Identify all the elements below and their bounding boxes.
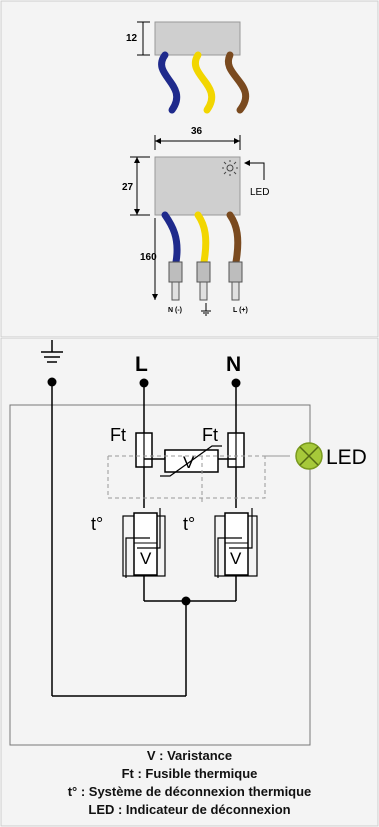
- fuse-left: [135, 432, 153, 468]
- led-top-label: LED: [250, 187, 269, 198]
- ground-small-icon: [201, 303, 211, 316]
- varistor-top: V: [160, 445, 222, 477]
- thermal-left-label: t°: [91, 514, 103, 534]
- fuse-left-label: Ft: [110, 425, 126, 445]
- device-front-view: LED 27 160 N (-) L: [122, 156, 269, 316]
- fuse-right: [227, 432, 245, 468]
- varistor-left-assembly: V: [122, 508, 166, 578]
- fuse-right-label: Ft: [202, 425, 218, 445]
- device-dimension-drawing: 12 36 LED: [0, 0, 379, 338]
- led-schematic-label: LED: [326, 446, 367, 469]
- led-lamp-icon: [295, 442, 323, 470]
- ground-icon: [41, 340, 63, 696]
- line-terminal-label: L: [135, 353, 148, 376]
- led-sun-icon: [222, 160, 238, 176]
- legend-item: V : Varistance: [146, 748, 233, 763]
- varistor-top-label: V: [183, 453, 195, 472]
- varistor-right-label: V: [230, 549, 242, 568]
- device-side-view: 12: [126, 21, 250, 114]
- terminal-line-label: L (+): [233, 307, 248, 314]
- thermal-right-label: t°: [183, 514, 195, 534]
- varistor-right-assembly: V: [214, 508, 258, 578]
- wiring-schematic: L N Ft Ft V LED: [0, 338, 379, 827]
- terminal-neutral-label: N (-): [168, 307, 182, 314]
- dim-width-marker: 36: [154, 126, 241, 150]
- legend-item: Ft : Fusible thermique: [121, 766, 258, 781]
- neutral-terminal-label: N: [226, 353, 241, 376]
- legend-item: t° : Système de déconnexion thermique: [67, 784, 312, 799]
- dim-width: 36: [191, 126, 203, 137]
- varistor-left-label: V: [140, 549, 152, 568]
- legend: V : Varistance Ft : Fusible thermique t°…: [0, 747, 379, 819]
- led-indicator-wiring: [107, 455, 290, 503]
- legend-item: LED : Indicateur de déconnexion: [88, 802, 291, 817]
- terminal-ferrules: [168, 261, 243, 301]
- dim-height: 27: [122, 182, 134, 193]
- dim-cable-length: 160: [140, 252, 157, 263]
- dim-side-height: 12: [126, 33, 138, 44]
- device-enclosure: [9, 404, 311, 746]
